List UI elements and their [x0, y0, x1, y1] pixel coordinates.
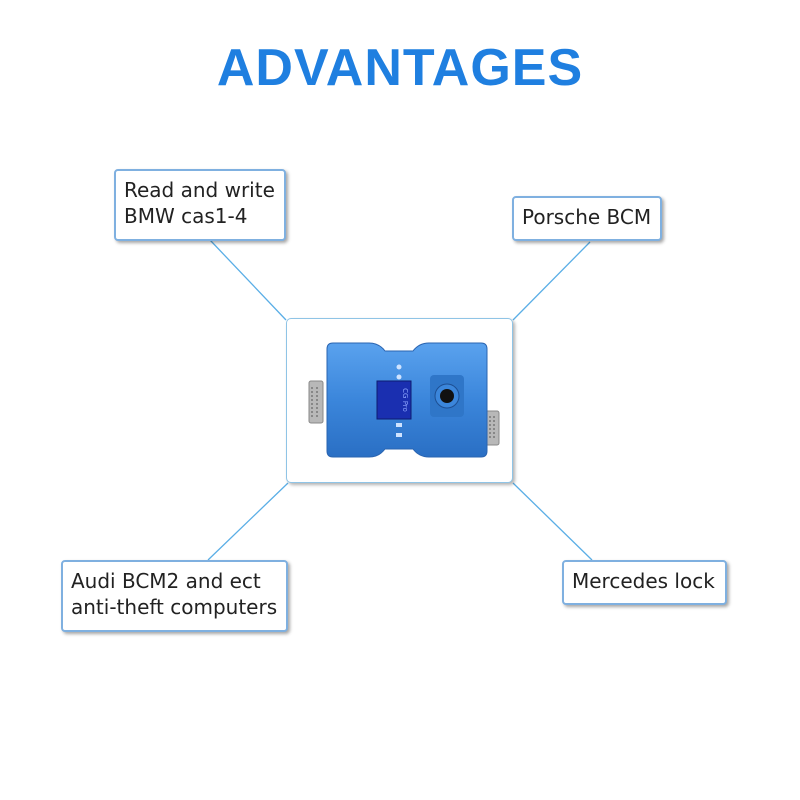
device-screen-text: CG Pro [401, 388, 409, 412]
feature-box-porsche: Porsche BCM [512, 196, 662, 241]
device-image-box: CG Pro [286, 318, 513, 483]
feature-mercedes-label: Mercedes lock [572, 569, 715, 593]
feature-box-mercedes: Mercedes lock [562, 560, 727, 605]
connector-audi [207, 482, 289, 561]
status-led-icon [396, 423, 402, 427]
obd-device-icon: CG Pro [308, 342, 500, 458]
status-led-icon [396, 364, 402, 370]
feature-box-audi: Audi BCM2 and ect anti-theft computers [61, 560, 288, 632]
feature-audi-line1: Audi BCM2 and ect [71, 569, 261, 593]
connector-bmw [209, 239, 287, 321]
page-title: ADVANTAGES [216, 39, 584, 97]
feature-audi-line2: anti-theft computers [71, 595, 278, 619]
status-led-icon [396, 374, 402, 380]
left-connector-icon [308, 380, 324, 424]
device-screen [376, 380, 412, 420]
feature-porsche-label: Porsche BCM [522, 205, 652, 229]
feature-bmw-line1: Read and write [124, 178, 275, 202]
feature-box-bmw: Read and write BMW cas1-4 [114, 169, 286, 241]
feature-bmw-line2: BMW cas1-4 [124, 204, 248, 228]
connector-mercedes [512, 482, 593, 561]
status-led-icon [396, 433, 402, 437]
connector-porsche [512, 241, 591, 321]
